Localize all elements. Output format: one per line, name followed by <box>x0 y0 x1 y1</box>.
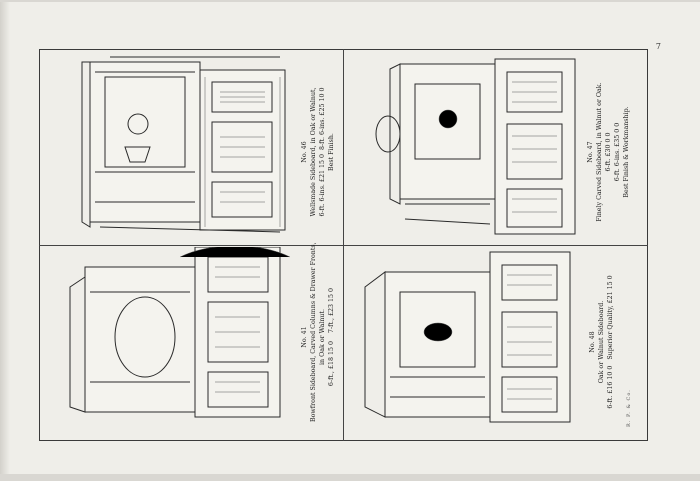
item-price-2: 6-ft. 6-ins. £35 0 0 <box>614 122 621 182</box>
item-title: Finely Carved Sideboard, in Walnut or Oa… <box>596 82 603 222</box>
sideboard-no-41-illustration <box>69 247 291 418</box>
item-number: No. 47 <box>587 141 594 163</box>
sideboard-no-46-illustration <box>81 56 286 233</box>
item-price-2: 8-ft. 6-ins. £25 10 0 <box>319 87 326 150</box>
item-note: Best Finish. <box>328 133 335 171</box>
item-title: Bowfront Sideboard, Carved Columns & Dra… <box>310 242 317 422</box>
item-price-1: 6-ft. £16 10 0 <box>607 365 614 409</box>
caption-no-46: No. 46 Wellsmade Sideboard, in Oak or Wa… <box>300 67 336 237</box>
item-price-1: 6-ft., £18 15 0 <box>328 341 335 387</box>
item-note: Best Finish & Workmanship. <box>623 106 630 198</box>
item-price-2: Superior Quality, £21 15 0 <box>607 275 614 360</box>
caption-no-48: No. 48 Oak or Walnut Sideboard. 6-ft. £1… <box>588 262 615 422</box>
page-number: 7 <box>655 42 661 51</box>
item-number: No. 48 <box>589 331 596 353</box>
item-title: Oak or Walnut Sideboard. <box>598 300 605 384</box>
item-material: in Oak or Walnut. <box>319 309 326 365</box>
caption-no-47: No. 47 Finely Carved Sideboard, in Walnu… <box>586 67 631 237</box>
item-title: Wellsmade Sideboard, in Oak or Walnut, <box>310 87 317 217</box>
row-divider-right <box>343 245 648 246</box>
page-spine <box>0 2 10 474</box>
item-price-2: 7-ft., £23 15 0 <box>328 287 335 333</box>
caption-no-41: No. 41 Bowfront Sideboard, Carved Column… <box>300 242 336 422</box>
item-price-1: 6-ft. £30 0 0 <box>605 132 612 172</box>
item-number: No. 46 <box>301 141 308 163</box>
sideboard-no-48-illustration <box>364 251 571 423</box>
item-price-1: 6-ft. 6-ins. £21 15 0 <box>319 154 326 217</box>
sideboard-no-47-illustration <box>375 58 576 235</box>
row-divider-left <box>39 245 343 246</box>
item-number: No. 41 <box>301 326 308 348</box>
footer-mark: R. P. & Co. <box>626 389 632 427</box>
